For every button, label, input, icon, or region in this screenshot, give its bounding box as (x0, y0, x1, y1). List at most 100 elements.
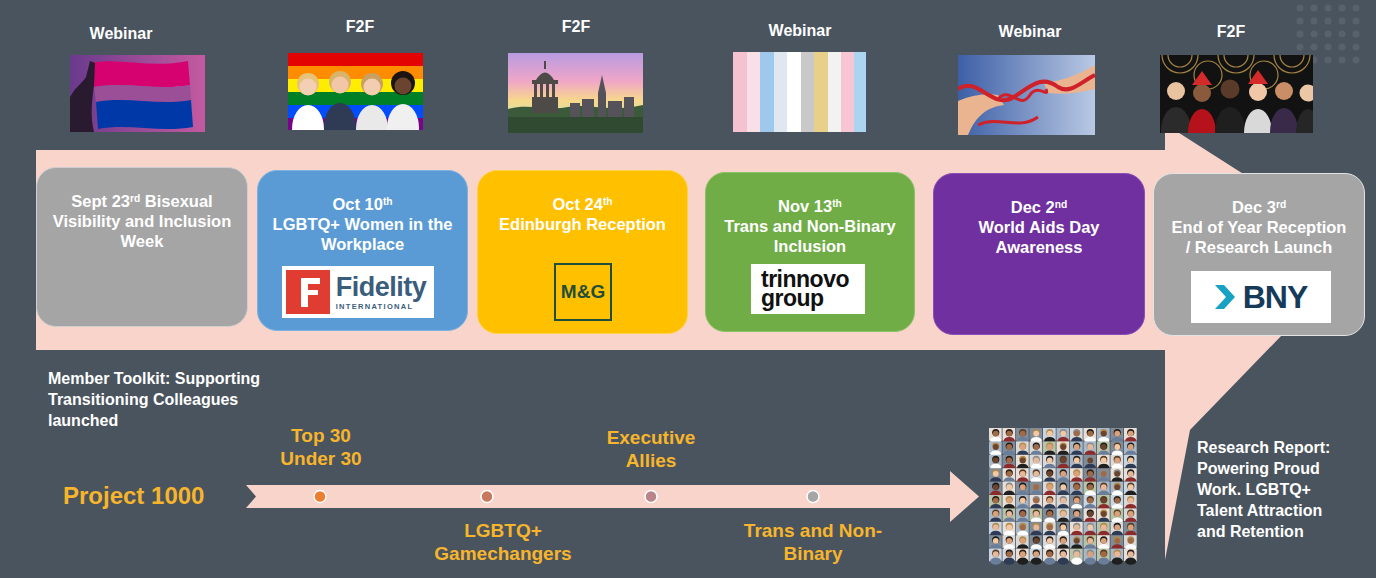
project-arrow-part (246, 471, 979, 522)
member-photo-part (1127, 469, 1134, 476)
dot (1311, 5, 1318, 12)
party-photo-part-part (1244, 109, 1272, 133)
member-photo-part (1114, 498, 1120, 504)
member-photo-part (1006, 484, 1012, 490)
team-photo-part-part (297, 73, 319, 95)
member-photo-part (1114, 431, 1120, 437)
project-arrow-part (807, 491, 819, 503)
city-photo-part-part (532, 97, 558, 113)
member-photo-part (1033, 456, 1040, 463)
member-photo-part (1114, 483, 1121, 490)
bny-chevron (1215, 284, 1235, 310)
format-tag: Webinar (970, 22, 1090, 42)
member-photo (1111, 549, 1124, 565)
member-photo-part (1060, 550, 1067, 557)
party-photo-part-part-part (1218, 55, 1254, 73)
project-arrow-part (481, 491, 493, 503)
sponsor-logo: FidelityINTERNATIONAL (282, 266, 435, 318)
team-photo-part-part (292, 105, 324, 130)
member-photo-part (1020, 471, 1026, 477)
member-photo-part (1020, 431, 1026, 437)
member-photo-part (992, 442, 999, 449)
member-photo-part (992, 550, 999, 557)
member-photo-part (1006, 498, 1012, 504)
member-photo-part (1033, 469, 1040, 476)
dot (1297, 5, 1304, 12)
event-title: LGBTQ+ Women in the Workplace (258, 214, 467, 254)
dot (1325, 57, 1332, 64)
member-photo-part (1033, 442, 1040, 449)
event-box: Oct 24thEdinburgh ReceptionM&G (477, 170, 688, 334)
member-photo-part (1046, 442, 1053, 449)
member-photo-part (1087, 536, 1094, 543)
member-photo-part (1019, 429, 1026, 436)
member-photo (1124, 549, 1137, 565)
member-photo-part (1033, 429, 1040, 436)
party-photo-part-part (1193, 84, 1211, 102)
city-photo-part-part (508, 53, 643, 133)
member-photo-part (1033, 551, 1039, 557)
member-photo-part (1033, 484, 1039, 490)
city-photo-part-part (570, 103, 580, 117)
member-photo-part (1019, 496, 1026, 503)
member-photo-part (1127, 442, 1134, 449)
member-photo-part (1033, 536, 1040, 543)
member-photo-part (1033, 498, 1039, 504)
member-photo-part (1114, 509, 1121, 516)
member-photo-part (1073, 469, 1080, 476)
logo-wordmark: FidelityINTERNATIONAL (336, 273, 427, 311)
member-photo-part (1047, 444, 1053, 450)
member-photo-part (1114, 551, 1120, 557)
member-photo-part (1033, 431, 1039, 437)
member-photo-part (1087, 458, 1093, 464)
member-photo-part (1074, 444, 1080, 450)
member-photo-part (1020, 511, 1026, 517)
fabric-photo-part-part (801, 52, 814, 132)
member-photo-part (1100, 469, 1107, 476)
member-photo-part (992, 469, 999, 476)
dot (1339, 31, 1346, 38)
dot (1339, 18, 1346, 25)
event-text: Nov 13thTrans and Non-Binary Inclusion (706, 173, 914, 256)
party-photo-part-part (1167, 82, 1185, 100)
event-text: Dec 3rdEnd of Year Reception / Research … (1154, 174, 1364, 257)
member-photo-part (1047, 511, 1053, 517)
member-photo-part (1006, 469, 1013, 476)
fabric-photo-part-part (814, 52, 828, 132)
member-photo-part (1058, 558, 1069, 565)
fabric-photo-part-part (733, 52, 747, 132)
event-date: Oct 10th (258, 194, 467, 214)
fabric-photo-part-part (787, 52, 801, 132)
member-photo-part (1044, 558, 1055, 565)
member-photo-part (1046, 483, 1053, 490)
event-text: Oct 24thEdinburgh Reception (478, 171, 687, 234)
member-photo-part (1073, 496, 1080, 503)
member-photo-part (1060, 523, 1067, 530)
logo-text: INTERNATIONAL (336, 302, 414, 311)
event-box: Oct 10thLGBTQ+ Women in the WorkplaceFid… (257, 170, 468, 331)
ribbon-photo (958, 55, 1095, 135)
member-photo-part (1033, 471, 1039, 477)
city-photo-part-part (598, 75, 606, 117)
city-photo-part-part (532, 80, 558, 84)
member-photo-part (1100, 550, 1107, 557)
member-photo (1097, 549, 1110, 565)
party-photo-part-part-part (1162, 55, 1198, 73)
member-photo-part (1114, 511, 1120, 517)
member-photo-part (1071, 558, 1082, 565)
member-photo-part (1128, 551, 1134, 557)
member-photo-part (1017, 558, 1028, 565)
member-photo-part (1114, 536, 1121, 543)
member-photo-part (1073, 509, 1080, 516)
member-photo-part (1087, 484, 1093, 490)
member-photo-part (1087, 456, 1094, 463)
flag-photo-part-part (96, 100, 193, 129)
member-photo-part (1020, 498, 1026, 504)
city-photo-part-part (624, 97, 634, 117)
ordinal-suffix: rd (1276, 199, 1286, 210)
member-photo-part (1127, 429, 1134, 436)
member-photo-part (1046, 523, 1053, 530)
member-photo-part (993, 458, 999, 464)
member-photo-part (1087, 511, 1093, 517)
member-photo-part (1019, 523, 1026, 530)
